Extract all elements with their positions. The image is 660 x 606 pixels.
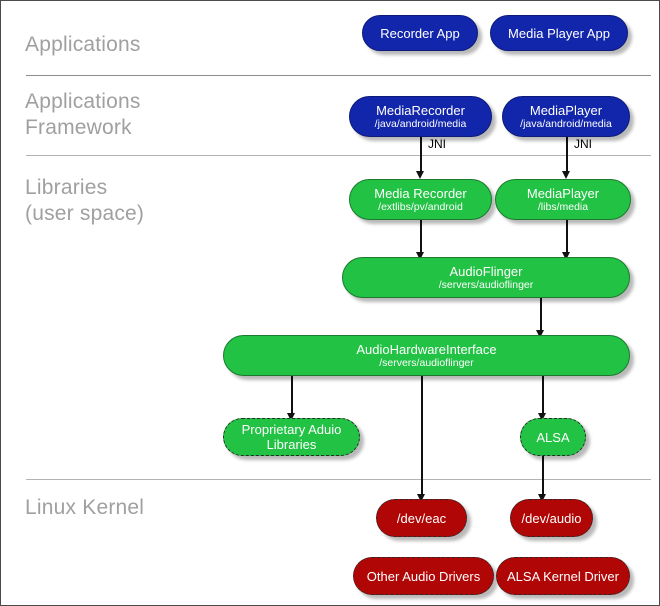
node-alsa-kernel-driver[interactable]: ALSA Kernel Driver bbox=[496, 557, 630, 595]
connector-audiohw-alsa bbox=[542, 375, 544, 417]
separator-app-framework bbox=[26, 155, 651, 156]
node-proprietary-audio-libraries[interactable]: Proprietary Aduio Libraries bbox=[223, 418, 360, 456]
arrowhead-alsa-devaudio bbox=[538, 494, 546, 502]
arrowhead-mediaplayer-audioflinger bbox=[562, 252, 570, 260]
layer-label-libraries: Libraries (user space) bbox=[25, 176, 145, 225]
arrowhead-audiohw-proprietary bbox=[287, 413, 295, 421]
arrowhead-audioflinger-audiohardwareinterface bbox=[536, 330, 544, 338]
node-mediarecorder-framework-path: /java/android/media bbox=[374, 118, 467, 130]
node-audioflinger-path: /servers/audioflinger bbox=[438, 279, 534, 291]
arrowhead-mediarecorder-jni bbox=[416, 171, 424, 179]
edge-label-jni-right: JNI bbox=[574, 137, 592, 151]
layer-label-applications: Applications bbox=[25, 33, 141, 56]
node-media-recorder-library-path: /extlibs/pv/android bbox=[378, 201, 463, 213]
node-mediaplayer-library-path: /libs/media bbox=[537, 201, 589, 213]
node-audioflinger-title: AudioFlinger bbox=[449, 264, 523, 279]
arrowhead-mediarecorder-audioflinger bbox=[416, 252, 424, 260]
node-mediaplayer-framework-title: MediaPlayer bbox=[529, 103, 603, 118]
node-media-recorder-library[interactable]: Media Recorder /extlibs/pv/android bbox=[349, 179, 492, 220]
node-mediaplayer-library-title: MediaPlayer bbox=[526, 186, 600, 201]
layer-label-app-framework: Applications Framework bbox=[25, 90, 141, 139]
node-other-audio-drivers-title: Other Audio Drivers bbox=[366, 568, 481, 584]
connector-mediaplayer-audioflinger bbox=[566, 220, 568, 256]
node-recorder-app-title: Recorder App bbox=[380, 25, 460, 41]
node-alsa-kernel-driver-title: ALSA Kernel Driver bbox=[507, 568, 619, 584]
node-dev-audio[interactable]: /dev/audio bbox=[510, 499, 593, 537]
node-mediaplayer-framework-path: /java/android/media bbox=[520, 118, 612, 130]
edge-label-jni-left: JNI bbox=[428, 137, 446, 151]
node-alsa[interactable]: ALSA bbox=[520, 418, 586, 456]
node-audiohardwareinterface[interactable]: AudioHardwareInterface /servers/audiofli… bbox=[223, 335, 630, 376]
connector-alsa-devaudio bbox=[542, 456, 544, 498]
separator-linux-kernel bbox=[26, 479, 651, 480]
connector-audiohw-deveac bbox=[421, 375, 423, 497]
connector-audiohw-proprietary bbox=[291, 375, 293, 417]
node-proprietary-audio-libraries-title: Proprietary Aduio Libraries bbox=[241, 422, 342, 452]
node-audiohardwareinterface-path: /servers/audioflinger bbox=[379, 357, 474, 369]
node-dev-audio-title: /dev/audio bbox=[521, 510, 582, 526]
node-dev-eac-title: /dev/eac bbox=[396, 510, 447, 526]
node-media-recorder-library-title: Media Recorder bbox=[374, 186, 467, 201]
node-mediaplayer-framework[interactable]: MediaPlayer /java/android/media bbox=[502, 96, 630, 137]
node-other-audio-drivers[interactable]: Other Audio Drivers bbox=[353, 557, 494, 595]
arrowhead-mediaplayer-jni bbox=[562, 171, 570, 179]
connector-mediaplayer-jni bbox=[566, 137, 568, 175]
arrowhead-audiohw-alsa bbox=[538, 413, 546, 421]
node-media-player-app[interactable]: Media Player App bbox=[490, 15, 628, 51]
node-mediaplayer-library[interactable]: MediaPlayer /libs/media bbox=[495, 179, 631, 220]
connector-mediarecorder-jni bbox=[420, 137, 422, 175]
node-dev-eac[interactable]: /dev/eac bbox=[376, 499, 467, 537]
node-mediarecorder-framework[interactable]: MediaRecorder /java/android/media bbox=[349, 96, 492, 137]
node-audiohardwareinterface-title: AudioHardwareInterface bbox=[356, 342, 497, 357]
node-audioflinger[interactable]: AudioFlinger /servers/audioflinger bbox=[342, 257, 630, 298]
node-media-player-app-title: Media Player App bbox=[508, 25, 610, 41]
separator-applications bbox=[26, 75, 651, 76]
node-recorder-app[interactable]: Recorder App bbox=[362, 15, 478, 51]
connector-mediarecorder-audioflinger bbox=[420, 220, 422, 256]
layer-label-linux-kernel: Linux Kernel bbox=[25, 496, 145, 519]
node-alsa-title: ALSA bbox=[536, 429, 570, 445]
connector-audioflinger-audiohardwareinterface bbox=[540, 298, 542, 334]
arrowhead-audiohw-deveac bbox=[417, 494, 425, 502]
node-mediarecorder-framework-title: MediaRecorder bbox=[376, 103, 465, 118]
